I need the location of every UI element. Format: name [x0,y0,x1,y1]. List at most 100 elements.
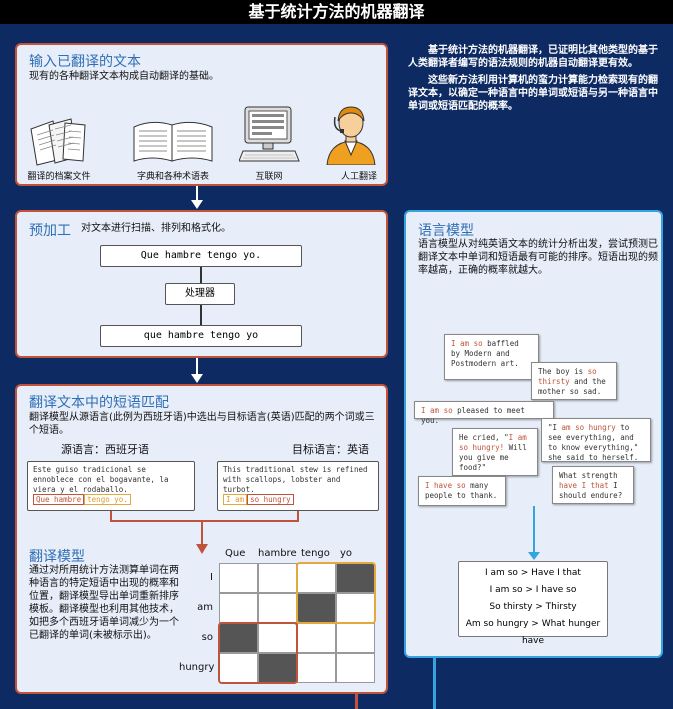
matrix-cell [297,653,336,683]
source-language-label: 源语言：西班牙语 [61,443,149,456]
card-highlight: I am so hungry! [459,433,527,452]
source-label-translator: 人工翻译 [340,172,377,182]
source-highlight-2: tengo yo. [84,494,131,505]
matrix-cell [219,593,258,623]
target-highlight-1: I am [223,494,248,505]
language-flow-arrow [528,552,540,560]
preprocess-desc: 对文本进行扫描、排列和格式化。 [81,223,231,234]
corpus-card-4: "I am so hungry to see everything, and t… [541,418,651,462]
corpus-card-3: I am so pleased to meet you. [414,401,554,425]
card-text: I should endure? [559,481,623,500]
card-highlight: I am so [451,339,483,348]
preprocess-panel: 预加工 对文本进行扫描、排列和格式化。 Que hambre tengo yo.… [15,210,388,358]
corpus-card-1: I am so baffled by Modern and Postmodern… [444,334,539,380]
intro-paragraph-1: 基于统计方法的机器翻译，已证明比其他类型的基于人类翻译者编写的语法规则的机器自动… [408,45,658,69]
flow-line-1 [196,186,198,202]
flow-line-2 [196,358,198,376]
card-highlight: so thirsty [538,367,597,386]
source-label-internet: 互联网 [255,172,283,182]
matrix-group-orange [296,562,376,624]
language-model-desc: 语言模型从对纯英语文本的统计分析出发，尝试预测已翻译文本中单词和短语最有可能的排… [418,239,658,276]
card-highlight: am so hungry [561,423,616,432]
documents-icon [30,118,86,166]
matrix-row-label: am [197,602,213,613]
corpus-card-2: The boy is so thirsty and the mother so … [531,362,617,400]
preprocess-line-2 [200,305,202,325]
target-highlight-2: so hungry [247,494,294,505]
card-text: He cried, " [459,433,509,442]
matrix-cell [336,623,375,653]
input-panel: 输入已翻译的文本 现有的各种翻译文本构成自动翻译的基础。 翻译的档案文件 字典和… [15,43,388,186]
matrix-col-label: yo [340,548,353,559]
target-language-label: 目标语言：英语 [292,443,369,456]
translation-model-title: 翻译模型 [29,549,85,565]
matrix-cell [219,653,258,683]
card-text: and the mother so sad. [538,377,606,396]
source-text-box: Este guiso tradicional se ennoblece con … [27,461,195,511]
preprocess-line-1 [200,267,202,283]
matrix-cell [219,563,258,593]
preprocess-input-box: Que hambre tengo yo. [100,245,302,267]
matrix-cell [258,623,297,653]
card-highlight: have I that [559,481,609,490]
exit-line-red [355,694,358,709]
source-highlight-1: Que hambre [33,494,85,505]
card-text: pleased to meet you. [421,406,525,425]
language-flow-line [533,506,535,554]
preprocess-title: 预加工 [29,223,71,239]
phrase-title: 翻译文本中的短语匹配 [29,395,169,411]
input-panel-title: 输入已翻译的文本 [29,54,141,70]
flow-arrow-2 [191,374,203,383]
card-text: The boy is [538,367,588,376]
exit-line-blue [433,658,436,709]
source-label-documents: 翻译的档案文件 [27,172,91,182]
matrix-cell [336,653,375,683]
translator-icon [326,106,376,165]
intro-paragraph-2: 这些新方法利用计算机的蛮力计算能力检索现有的翻译文本，以确定一种语言中的单词或短… [408,75,658,112]
card-text: many people to thank. [425,481,498,500]
result-line-2: I am so > I have so [489,585,577,595]
computer-icon [239,106,300,162]
flow-arrow-1 [191,200,203,209]
phrase-desc: 翻译模型从源语言(此例为西班牙语)中选出与目标语言(英语)匹配的两个词或三个短语… [29,412,375,436]
processor-box: 处理器 [165,283,235,305]
intro-text: 基于统计方法的机器翻译，已证明比其他类型的基于人类翻译者编写的语法规则的机器自动… [408,44,658,113]
preprocess-output-box: que hambre tengo yo [100,325,302,347]
matrix-col-label: Que [225,548,246,559]
page-title: 基于统计方法的机器翻译 [0,0,673,24]
result-line-4: Am so hungry > What hunger have [465,619,601,646]
result-line-3: So thirsty > Thirsty [489,602,577,612]
corpus-card-6: I have so many people to thank. [418,476,506,506]
result-line-1: I am so > Have I that [485,568,581,578]
language-results-box: I am so > Have I that I am so > I have s… [458,561,608,646]
matrix-group-red [218,622,298,684]
target-text-box: This traditional stew is refined with sc… [217,461,379,511]
corpus-card-7: What strength have I that I should endur… [552,466,634,504]
card-highlight: I have so [425,481,466,490]
matrix-col-label: hambre [258,548,297,559]
phrase-connector [110,511,299,554]
matrix-cell [219,623,258,653]
exit-line-blue-corner [433,656,535,658]
matrix-col-label: tengo [301,548,330,559]
card-text: baffled by Modern and Postmodern art. [451,339,519,368]
card-text: Will you give me food?" [459,443,527,472]
card-text: to see everything, and to know everythin… [548,423,639,462]
matrix-cell [258,563,297,593]
corpus-card-5: He cried, "I am so hungry! Will you give… [452,428,538,476]
matrix-cell [258,593,297,623]
matrix-row-label: I [210,572,213,583]
target-sentence: This traditional stew is refined with sc… [223,465,368,494]
input-panel-desc: 现有的各种翻译文本构成自动翻译的基础。 [29,71,219,82]
source-sentence: Este guiso tradicional se ennoblece con … [33,465,169,494]
matrix-cell [297,623,336,653]
matrix-row-label: so [201,632,213,643]
matrix-cell [297,563,336,593]
card-text: "I [548,423,562,432]
source-label-dictionary: 字典和各种术语表 [136,172,209,182]
language-model-title: 语言模型 [418,223,474,239]
card-highlight: I am so [421,406,453,415]
dictionary-icon [133,121,213,162]
card-text: What strength [559,471,618,480]
translation-model-desc: 通过对所用统计方法测算单词在两种语言的特定短语中出现的概率和位置，翻译模型导出单… [29,565,179,641]
